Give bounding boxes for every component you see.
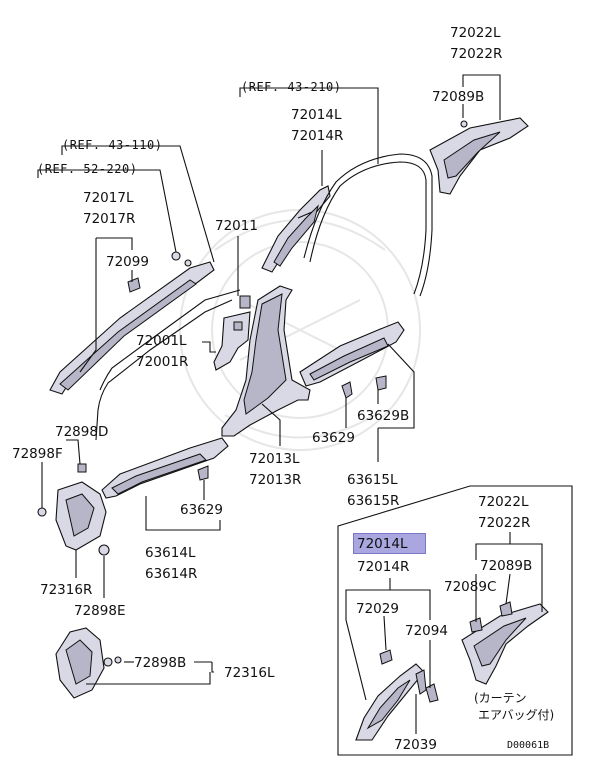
part-63614L[interactable]: 63614L <box>145 545 196 561</box>
part-72089B-top[interactable]: 72089B <box>432 89 485 105</box>
part-63615L[interactable]: 63615L <box>347 472 398 488</box>
part-63629-low[interactable]: 63629 <box>180 502 223 518</box>
part-72089B-box[interactable]: 72089B <box>480 558 533 574</box>
leader-lines <box>37 74 543 734</box>
ref-52-220: (REF. 52-220) <box>37 162 138 176</box>
quarter-trim-72022 <box>429 117 529 195</box>
part-72099[interactable]: 72099 <box>106 254 149 270</box>
airbag-variant-box <box>337 485 573 756</box>
diagram-code: D00061B <box>507 740 550 751</box>
part-72022R-box[interactable]: 72022R <box>478 515 531 531</box>
part-72898B[interactable]: 72898B <box>134 655 187 671</box>
quarter-trim-72022-airbag <box>461 601 549 685</box>
airbag-note-line2: エアバッグ付) <box>478 708 555 722</box>
kick-panel-72316L <box>55 627 122 699</box>
part-72022L-box[interactable]: 72022L <box>478 494 529 510</box>
kick-panel-72316R <box>37 463 110 556</box>
part-72001R[interactable]: 72001R <box>136 354 189 370</box>
scuff-plate-63614 <box>101 437 229 499</box>
part-72011[interactable]: 72011 <box>215 218 258 234</box>
part-72898E[interactable]: 72898E <box>74 603 126 619</box>
part-72898F[interactable]: 72898F <box>12 446 63 462</box>
part-72014R-box[interactable]: 72014R <box>357 559 410 575</box>
part-72022L-top[interactable]: 72022L <box>450 25 501 41</box>
ref-43-210: (REF. 43-210) <box>241 80 342 94</box>
part-72014L-box[interactable]: 72014L <box>357 536 408 552</box>
scuff-plate-63615 <box>299 321 405 387</box>
part-63629-mid[interactable]: 63629 <box>312 430 355 446</box>
part-72039[interactable]: 72039 <box>394 737 437 753</box>
part-72022R-top[interactable]: 72022R <box>450 46 503 62</box>
upper-pillar-trim-72014-airbag <box>355 649 439 741</box>
part-72316R[interactable]: 72316R <box>40 582 93 598</box>
part-63614R[interactable]: 63614R <box>145 566 198 582</box>
part-72013R[interactable]: 72013R <box>249 472 302 488</box>
part-72014R-top[interactable]: 72014R <box>291 128 344 144</box>
part-63615R[interactable]: 63615R <box>347 493 400 509</box>
ref-43-110: (REF. 43-110) <box>62 138 163 152</box>
front-pillar-trim-72017 <box>49 261 241 441</box>
part-72089C[interactable]: 72089C <box>444 579 497 595</box>
bracket-72001 <box>213 295 251 371</box>
airbag-note-line1: (カーテン <box>474 691 527 705</box>
upper-pillar-trim-72014 <box>261 185 331 273</box>
part-72017L[interactable]: 72017L <box>83 190 134 206</box>
part-72013L[interactable]: 72013L <box>249 451 300 467</box>
clips-63629 <box>197 375 387 481</box>
center-pillar-trim-72013 <box>221 285 311 437</box>
part-72316L[interactable]: 72316L <box>224 665 275 681</box>
part-72029[interactable]: 72029 <box>356 601 399 617</box>
clip-72099 <box>127 251 192 293</box>
part-72014L-top[interactable]: 72014L <box>291 107 342 123</box>
part-72898D[interactable]: 72898D <box>55 424 109 440</box>
part-72017R[interactable]: 72017R <box>83 211 136 227</box>
part-72094[interactable]: 72094 <box>405 623 448 639</box>
door-weatherstrip <box>303 153 433 297</box>
highlight-72014L <box>353 533 426 554</box>
part-72001L[interactable]: 72001L <box>136 333 187 349</box>
part-63629B[interactable]: 63629B <box>357 408 410 424</box>
